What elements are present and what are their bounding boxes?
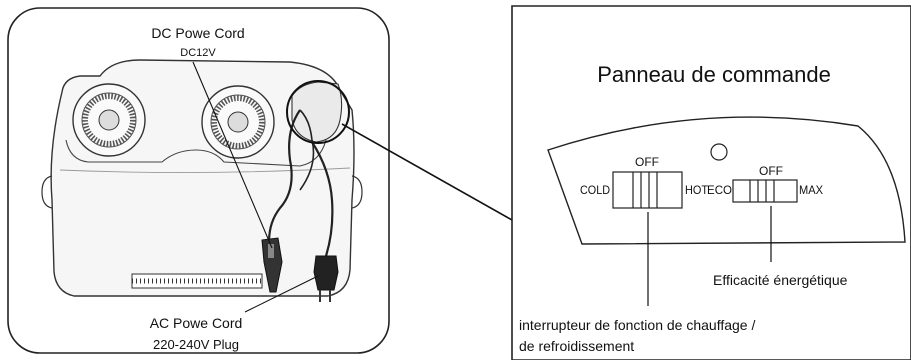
zoom-circle xyxy=(286,80,350,144)
mode-switch-off-label: OFF xyxy=(635,155,659,169)
dc-plug xyxy=(261,237,283,293)
dc-voltage-label: DC12V xyxy=(180,47,216,59)
mode-switch xyxy=(612,171,683,209)
efficiency-label: Efficacité énergétique xyxy=(713,272,848,288)
cooler-box-drawing xyxy=(41,59,363,302)
ac-plug xyxy=(313,255,339,302)
mode-switch-label-line1: interrupteur de fonction de chauffage / xyxy=(519,317,755,333)
eco-switch-eco-label: ECO xyxy=(707,183,732,197)
eco-switch-max-label: MAX xyxy=(799,183,823,197)
fan-left xyxy=(72,83,146,157)
eco-switch-off-label: OFF xyxy=(759,164,783,178)
control-panel-shape xyxy=(547,116,906,245)
zoom-connector-line xyxy=(341,123,513,221)
control-panel-title: Panneau de commande xyxy=(597,62,831,87)
eco-switch xyxy=(732,179,798,203)
indicator-light xyxy=(710,143,728,161)
mode-switch-hot-label: HOT xyxy=(685,183,709,197)
dc-cord-label: DC Powe Cord xyxy=(151,25,244,41)
ac-cord-leader xyxy=(244,275,319,313)
mode-switch-label-line2: de refroidissement xyxy=(519,338,634,354)
fan-right xyxy=(201,85,275,159)
bottom-vent xyxy=(131,273,263,289)
ac-plug-label: 220-240V Plug xyxy=(153,337,239,352)
mode-switch-cold-label: COLD xyxy=(580,183,610,197)
dc-cord-leader xyxy=(192,61,273,249)
ac-cord-label: AC Powe Cord xyxy=(150,315,243,331)
